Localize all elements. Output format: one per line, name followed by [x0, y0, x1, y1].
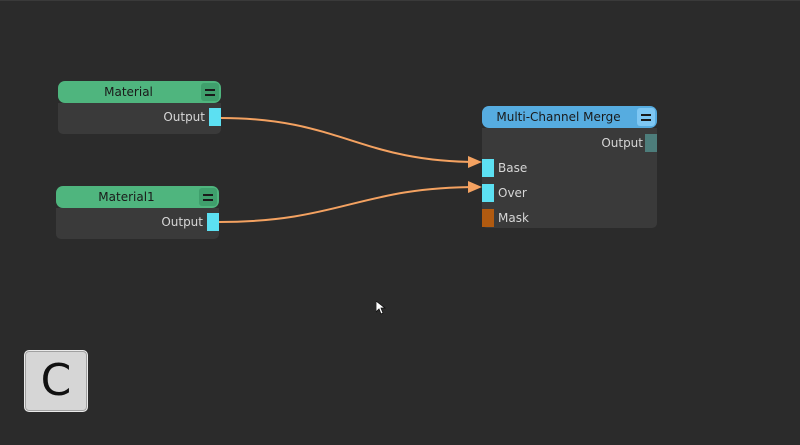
input-port-base[interactable] — [482, 159, 494, 177]
wire-arrow-base — [468, 156, 482, 168]
node-header-merge[interactable]: Multi-Channel Merge — [482, 106, 657, 128]
node-title: Material1 — [98, 190, 155, 204]
keystroke-overlay: C — [24, 350, 88, 412]
output-port-row: Output — [58, 105, 221, 130]
wire-material-to-base[interactable] — [220, 117, 479, 163]
port-label: Base — [498, 161, 528, 175]
port-label: Mask — [498, 211, 529, 225]
node-header-material1[interactable]: Material1 — [56, 186, 219, 208]
node-multi-channel-merge[interactable]: Multi-Channel Merge Output Base Over Mas… — [482, 106, 657, 228]
output-port-row: Output — [482, 131, 657, 156]
port-label: Output — [601, 136, 643, 150]
input-port-row-base: Base — [482, 156, 657, 181]
node-body-merge: Output Base Over Mask — [482, 128, 657, 228]
node-material[interactable]: Material Output — [58, 81, 221, 134]
wire-arrow-over — [468, 181, 482, 193]
wire-material1-to-over[interactable] — [218, 186, 479, 223]
port-label: Over — [498, 186, 527, 200]
node-header-material[interactable]: Material — [58, 81, 221, 103]
output-port-row: Output — [56, 210, 219, 235]
output-port[interactable] — [209, 108, 221, 126]
input-port-mask[interactable] — [482, 209, 494, 227]
node-body-material1: Output — [56, 208, 219, 239]
output-port[interactable] — [207, 213, 219, 231]
input-port-row-mask: Mask — [482, 206, 657, 231]
node-body-material: Output — [58, 103, 221, 134]
input-port-row-over: Over — [482, 181, 657, 206]
node-menu-icon[interactable] — [199, 188, 217, 206]
port-label: Output — [161, 215, 203, 229]
node-material1[interactable]: Material1 Output — [56, 186, 219, 239]
node-title: Multi-Channel Merge — [496, 110, 621, 124]
node-menu-icon[interactable] — [637, 108, 655, 126]
output-port[interactable] — [645, 134, 657, 152]
node-menu-icon[interactable] — [201, 83, 219, 101]
node-title: Material — [104, 85, 153, 99]
input-port-over[interactable] — [482, 184, 494, 202]
port-label: Output — [163, 110, 205, 124]
